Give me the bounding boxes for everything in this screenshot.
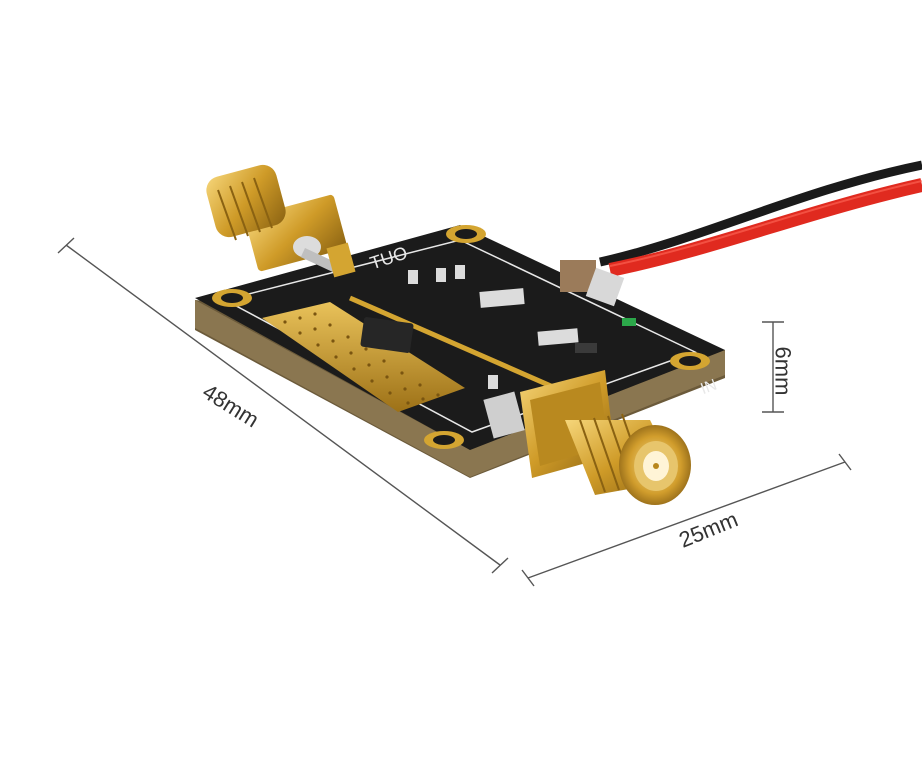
- via-grid: [283, 312, 440, 405]
- sma-connector-in: [483, 370, 691, 505]
- sma-connector-out: [206, 164, 356, 278]
- dimension-height-label: 6mm: [770, 346, 796, 396]
- mounting-holes: [212, 225, 710, 449]
- power-wires: [599, 160, 922, 277]
- silkscreen-in: IN: [698, 377, 719, 398]
- dimension-lines: [57, 237, 852, 587]
